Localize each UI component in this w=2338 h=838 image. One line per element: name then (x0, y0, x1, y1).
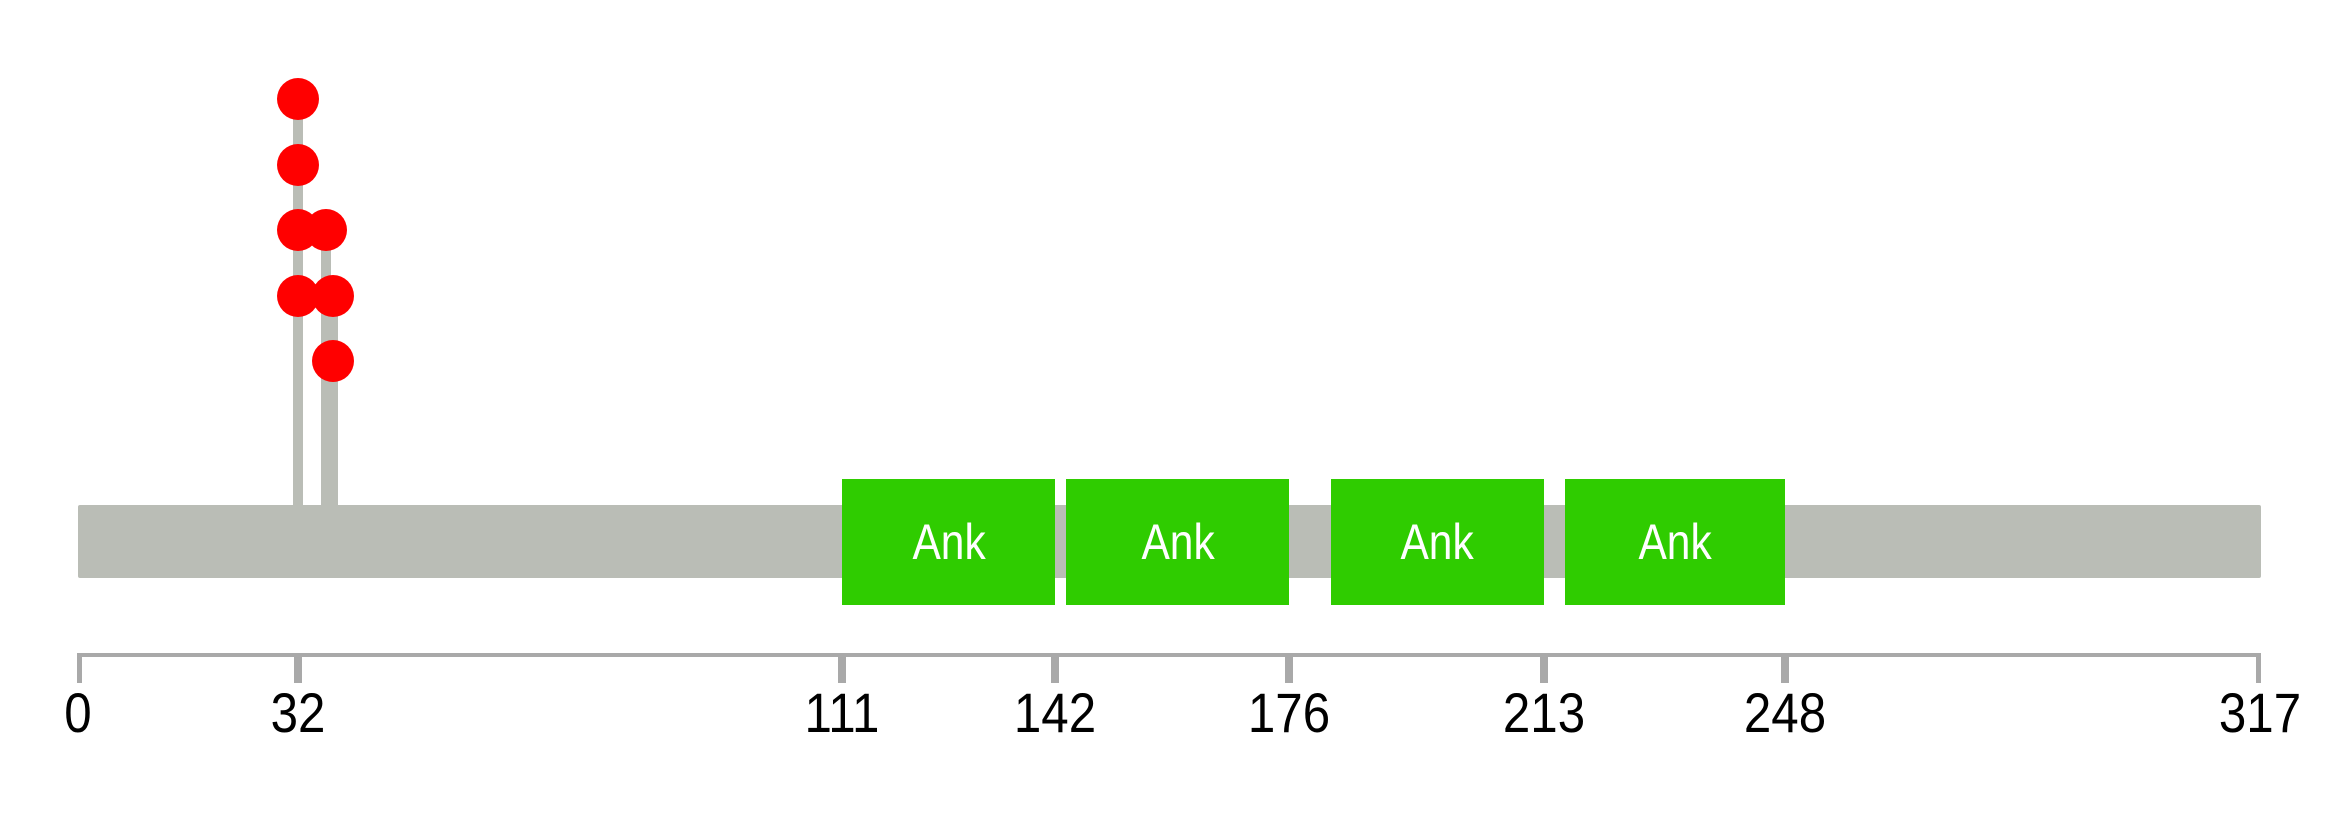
axis-tick-label: 111 (804, 681, 880, 744)
domain-label: Ank (1638, 514, 1712, 570)
axis-tick-label: 176 (1248, 681, 1331, 744)
axis-tick-label: 213 (1503, 681, 1586, 744)
axis-tick (2256, 653, 2261, 683)
domain-label: Ank (1140, 514, 1215, 570)
mutation-circle (277, 143, 320, 186)
domain-box-ank: Ank (1330, 479, 1545, 605)
axis-tick (77, 653, 82, 683)
domain-box-ank: Ank (1065, 479, 1290, 605)
domain-label: Ank (912, 514, 986, 570)
axis-tick-label: 0 (64, 681, 92, 744)
mutation-circle (277, 78, 320, 120)
domain-box-ank: Ank (1564, 479, 1786, 605)
axis-tick-label: 317 (2218, 681, 2302, 744)
axis-tick-label: 32 (270, 681, 326, 744)
axis-line (78, 653, 2261, 657)
mutation-circle (304, 209, 347, 251)
mutation-stem (327, 295, 338, 509)
mutation-circle (311, 340, 354, 382)
axis-tick (838, 653, 847, 683)
axis-tick-label: 142 (1014, 681, 1097, 744)
mutation-circle (311, 274, 354, 317)
axis-tick (294, 653, 303, 683)
axis-tick (1540, 653, 1549, 683)
axis-tick (1285, 653, 1294, 683)
domain-label: Ank (1400, 514, 1475, 570)
domain-box-ank: Ank (842, 479, 1056, 605)
axis-tick-label: 248 (1743, 681, 1827, 744)
axis-tick (1781, 653, 1790, 683)
axis-tick (1051, 653, 1060, 683)
